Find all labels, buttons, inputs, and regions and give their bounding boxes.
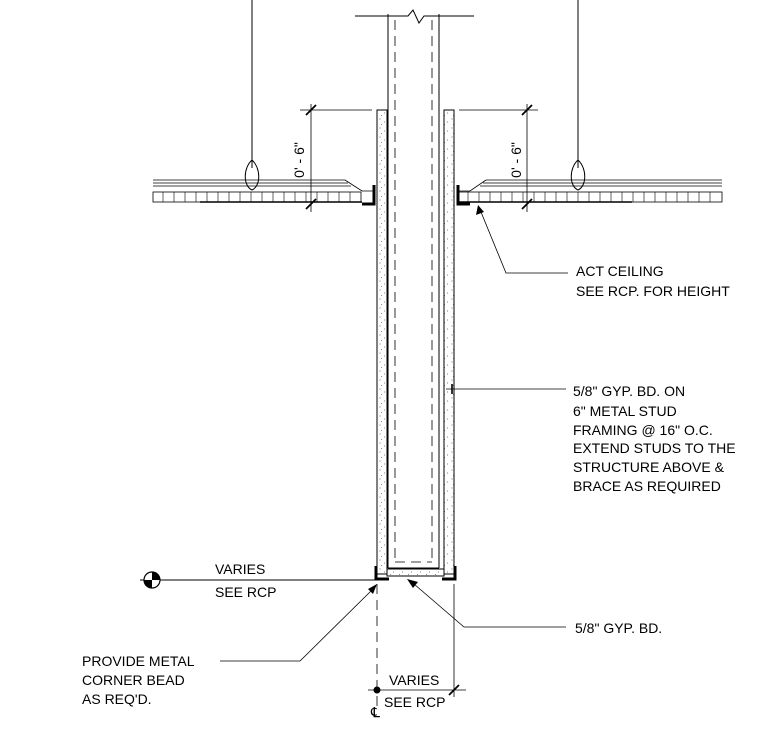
leader-corner-bead	[220, 584, 377, 662]
ceiling-angle-left	[362, 185, 376, 206]
dimension-vertical-left: 0' - 6"	[291, 104, 372, 212]
break-line	[355, 9, 474, 24]
elevation-marker: VARIES SEE RCP	[140, 561, 376, 600]
note-corner-bead-line-3: AS REQ'D.	[82, 691, 152, 707]
metal-stud	[387, 14, 440, 569]
note-corner-bead-line-2: CORNER BEAD	[82, 672, 185, 688]
note-act-ceiling: ACT CEILING SEE RCP. FOR HEIGHT	[576, 263, 730, 299]
note-gyp-framing-line-4: EXTEND STUDS TO THE	[573, 440, 736, 456]
ceiling-grid-right	[458, 179, 723, 203]
hanger-wire-left	[244, 0, 260, 191]
dimension-vertical-right: 0' - 6"	[459, 104, 538, 212]
corner-bead-right	[442, 566, 457, 581]
leader-gyp-framing	[446, 384, 566, 394]
dimension-vertical-right-label: 0' - 6"	[508, 142, 524, 178]
elevation-varies-label: VARIES	[215, 561, 265, 577]
dimension-vertical-left-label: 0' - 6"	[291, 142, 307, 178]
dimension-bottom-see-rcp: SEE RCP	[384, 694, 445, 710]
leader-gyp-bottom	[407, 579, 566, 628]
gyp-board-right	[443, 109, 455, 575]
note-gyp-framing-line-3: FRAMING @ 16" O.C.	[573, 422, 713, 438]
corner-bead-left	[374, 566, 389, 581]
elevation-see-rcp-label: SEE RCP	[215, 584, 276, 600]
dimension-bottom: VARIES SEE RCP	[368, 584, 466, 710]
note-act-ceiling-line-2: SEE RCP. FOR HEIGHT	[576, 283, 730, 299]
hanger-wire-right	[570, 0, 586, 191]
dimension-bottom-varies: VARIES	[389, 672, 439, 688]
note-corner-bead: PROVIDE METAL CORNER BEAD AS REQ'D.	[82, 653, 195, 707]
note-gyp-framing: 5/8" GYP. BD. ON 6" METAL STUD FRAMING @…	[573, 383, 736, 494]
ceiling-grid-left	[152, 179, 375, 203]
ceiling-angle-right	[456, 185, 470, 206]
gyp-board-left	[376, 109, 388, 575]
note-gyp-framing-line-5: STRUCTURE ABOVE &	[573, 459, 725, 475]
note-gyp-framing-line-2: 6" METAL STUD	[573, 403, 677, 419]
note-gyp-framing-line-6: BRACE AS REQUIRED	[573, 478, 721, 494]
centerline-symbol: ℄	[370, 704, 380, 720]
note-corner-bead-line-1: PROVIDE METAL	[82, 653, 195, 669]
note-act-ceiling-line-1: ACT CEILING	[576, 263, 664, 279]
note-gyp-bottom: 5/8" GYP. BD.	[575, 620, 662, 636]
leader-act-ceiling	[476, 205, 568, 274]
note-gyp-framing-line-1: 5/8" GYP. BD. ON	[573, 383, 685, 399]
gyp-board-bottom	[386, 568, 445, 577]
